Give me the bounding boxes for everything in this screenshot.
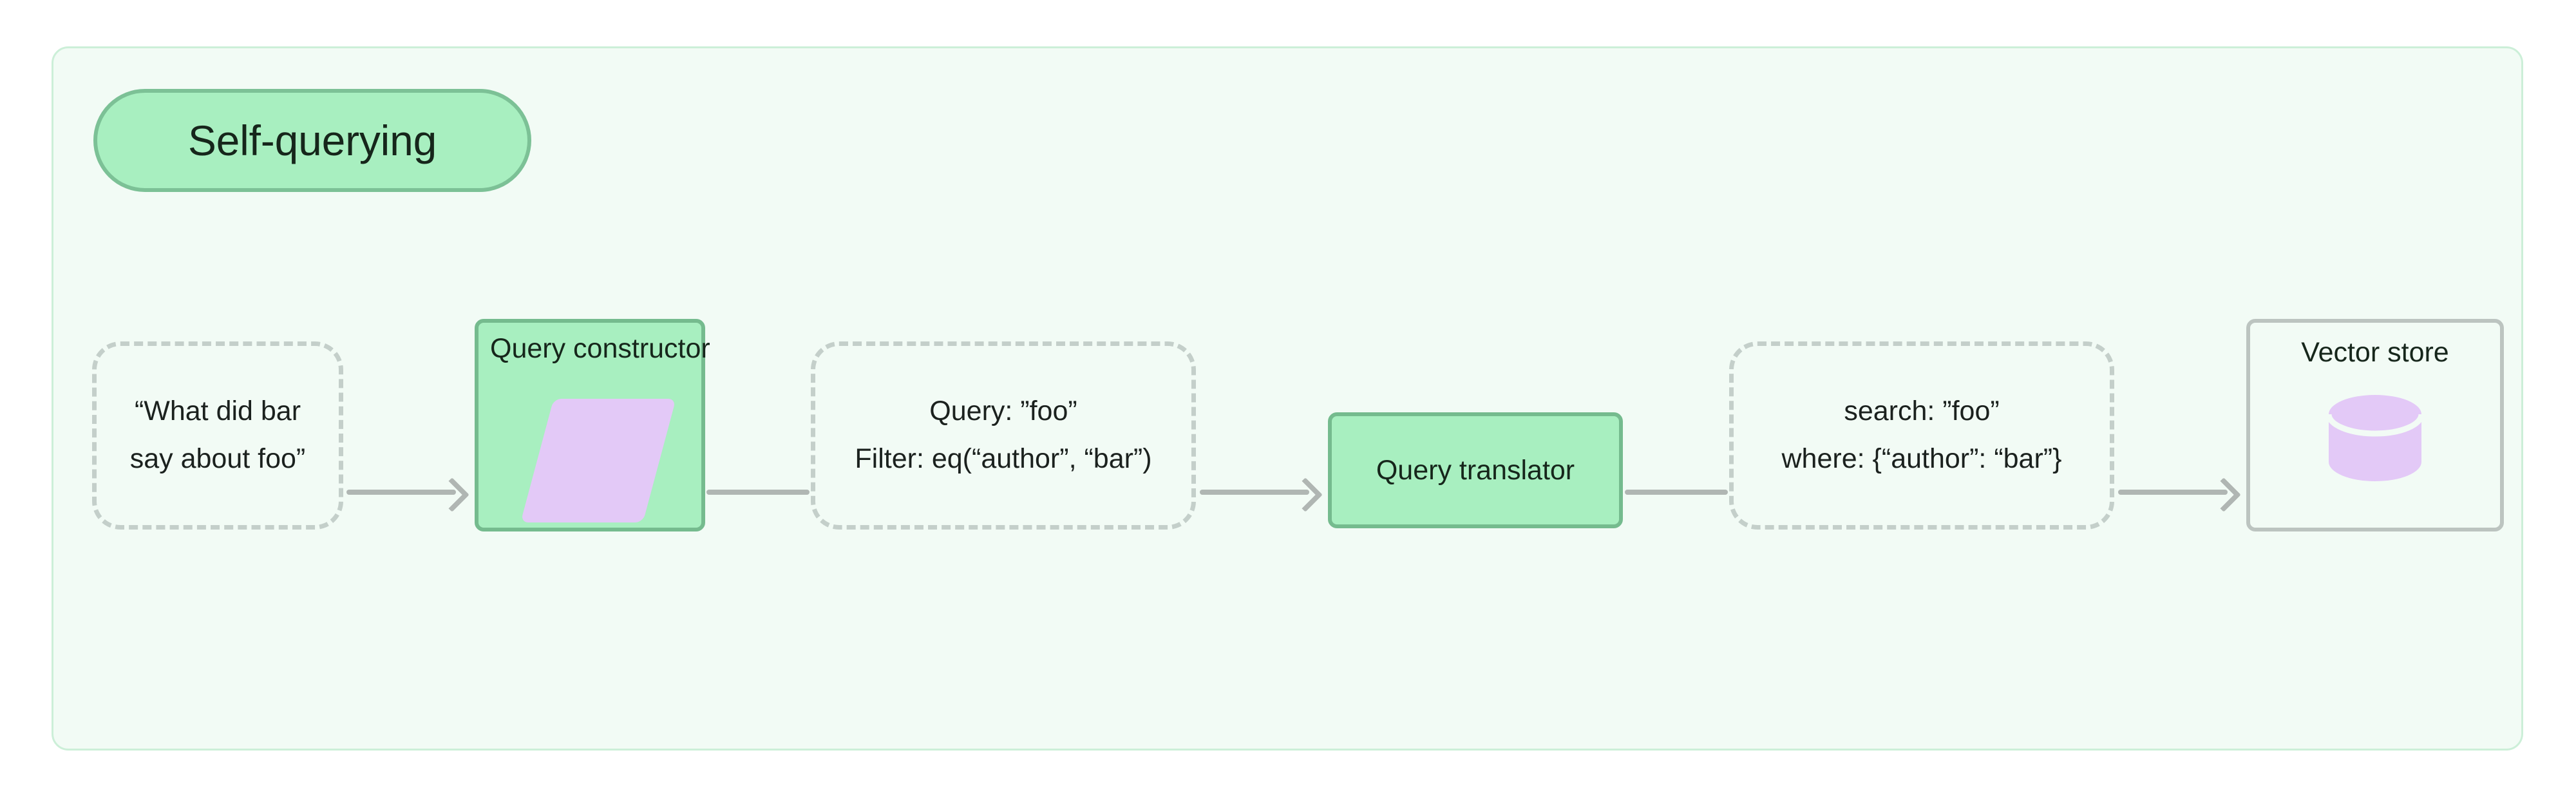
database-cylinder-icon xyxy=(2326,395,2424,481)
arrowhead-icon-2 xyxy=(1288,477,1323,512)
diagram-canvas: Self-querying “What did bar say about fo… xyxy=(52,46,2523,751)
flow-row: “What did bar say about foo” Query const… xyxy=(53,48,2521,749)
user-query-line-2: say about foo” xyxy=(129,443,306,474)
edge-query-constructor-to-structured-query xyxy=(706,490,810,495)
edge-query-translator-to-native-query xyxy=(1625,490,1728,495)
arrowhead-icon-1 xyxy=(435,477,469,512)
native-query-line-2: where: {“author”: “bar”} xyxy=(1781,443,2062,474)
node-structured-query[interactable]: Query: ”foo” Filter: eq(“author”, “bar”) xyxy=(811,341,1196,530)
user-query-line-1: “What did bar xyxy=(134,396,301,427)
native-query-line-1: search: ”foo” xyxy=(1844,396,2000,427)
query-constructor-label: Query constructor xyxy=(490,333,710,364)
edge-native-query-to-vector-store xyxy=(2118,490,2228,495)
node-native-query[interactable]: search: ”foo” where: {“author”: “bar”} xyxy=(1729,341,2114,530)
subgraph-title-badge: Self-querying xyxy=(93,89,531,192)
node-query-constructor[interactable]: Query constructor xyxy=(475,319,710,531)
node-vector-store[interactable]: Vector store xyxy=(2246,319,2504,531)
query-translator-label: Query translator xyxy=(1376,454,1575,486)
structured-query-line-1: Query: ”foo” xyxy=(929,396,1077,427)
node-query-translator[interactable]: Query translator xyxy=(1328,412,1623,528)
parallelogram-icon xyxy=(520,399,676,522)
subgraph-title-label: Self-querying xyxy=(187,117,437,164)
edge-user-query-to-query-constructor xyxy=(346,490,456,495)
structured-query-line-2: Filter: eq(“author”, “bar”) xyxy=(855,443,1152,474)
vector-store-label: Vector store xyxy=(2301,337,2449,368)
arrowhead-icon-3 xyxy=(2206,477,2241,512)
node-user-query[interactable]: “What did bar say about foo” xyxy=(92,341,343,530)
edge-structured-query-to-query-translator xyxy=(1200,490,1309,495)
